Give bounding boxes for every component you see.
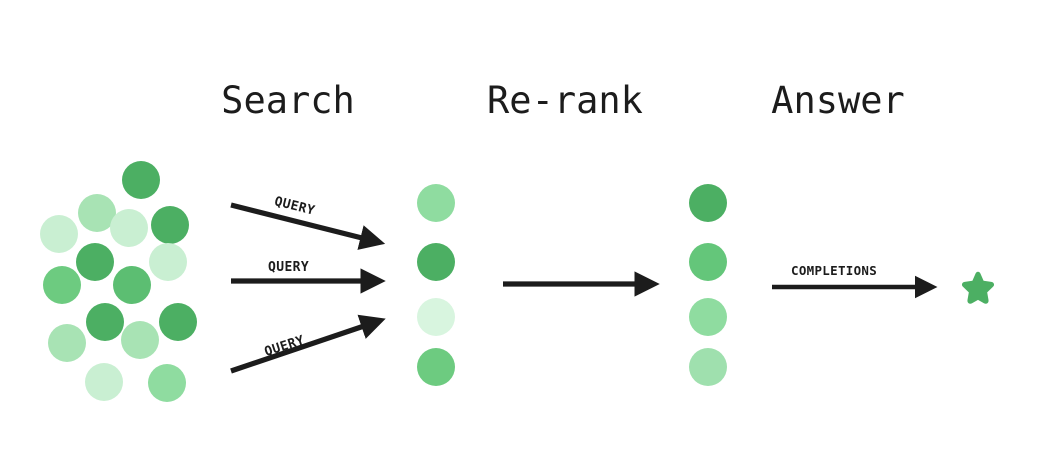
corpus-dot bbox=[48, 324, 86, 362]
corpus-dot bbox=[110, 209, 148, 247]
corpus-dot bbox=[121, 321, 159, 359]
reranked-dot bbox=[689, 348, 727, 386]
completions-arrow-label: COMPLETIONS bbox=[791, 263, 878, 278]
reranked-dot bbox=[689, 243, 727, 281]
corpus-dot bbox=[78, 194, 116, 232]
corpus-dot bbox=[122, 161, 160, 199]
corpus-dot bbox=[85, 363, 123, 401]
reranked-dot bbox=[689, 184, 727, 222]
retrieved-dot bbox=[417, 298, 455, 336]
star-icon bbox=[961, 271, 995, 304]
corpus-dot bbox=[86, 303, 124, 341]
heading-search: Search bbox=[221, 79, 355, 122]
heading-answer: Answer bbox=[771, 79, 905, 122]
corpus-dot bbox=[40, 215, 78, 253]
corpus-dot bbox=[43, 266, 81, 304]
search-arrow-3-label: QUERY bbox=[262, 333, 307, 360]
reranked-dot bbox=[689, 298, 727, 336]
heading-rerank: Re-rank bbox=[487, 79, 643, 122]
corpus-dot bbox=[76, 243, 114, 281]
search-arrow-1-label: QUERY bbox=[272, 194, 317, 219]
corpus-dot bbox=[113, 266, 151, 304]
corpus-dot bbox=[148, 364, 186, 402]
retrieved-dot bbox=[417, 348, 455, 386]
corpus-dot bbox=[159, 303, 197, 341]
search-arrow-2-label: QUERY bbox=[268, 260, 310, 275]
retrieved-dot bbox=[417, 184, 455, 222]
corpus-dot bbox=[149, 243, 187, 281]
retrieved-dot bbox=[417, 243, 455, 281]
corpus-dot bbox=[151, 206, 189, 244]
answer-star bbox=[960, 270, 996, 306]
